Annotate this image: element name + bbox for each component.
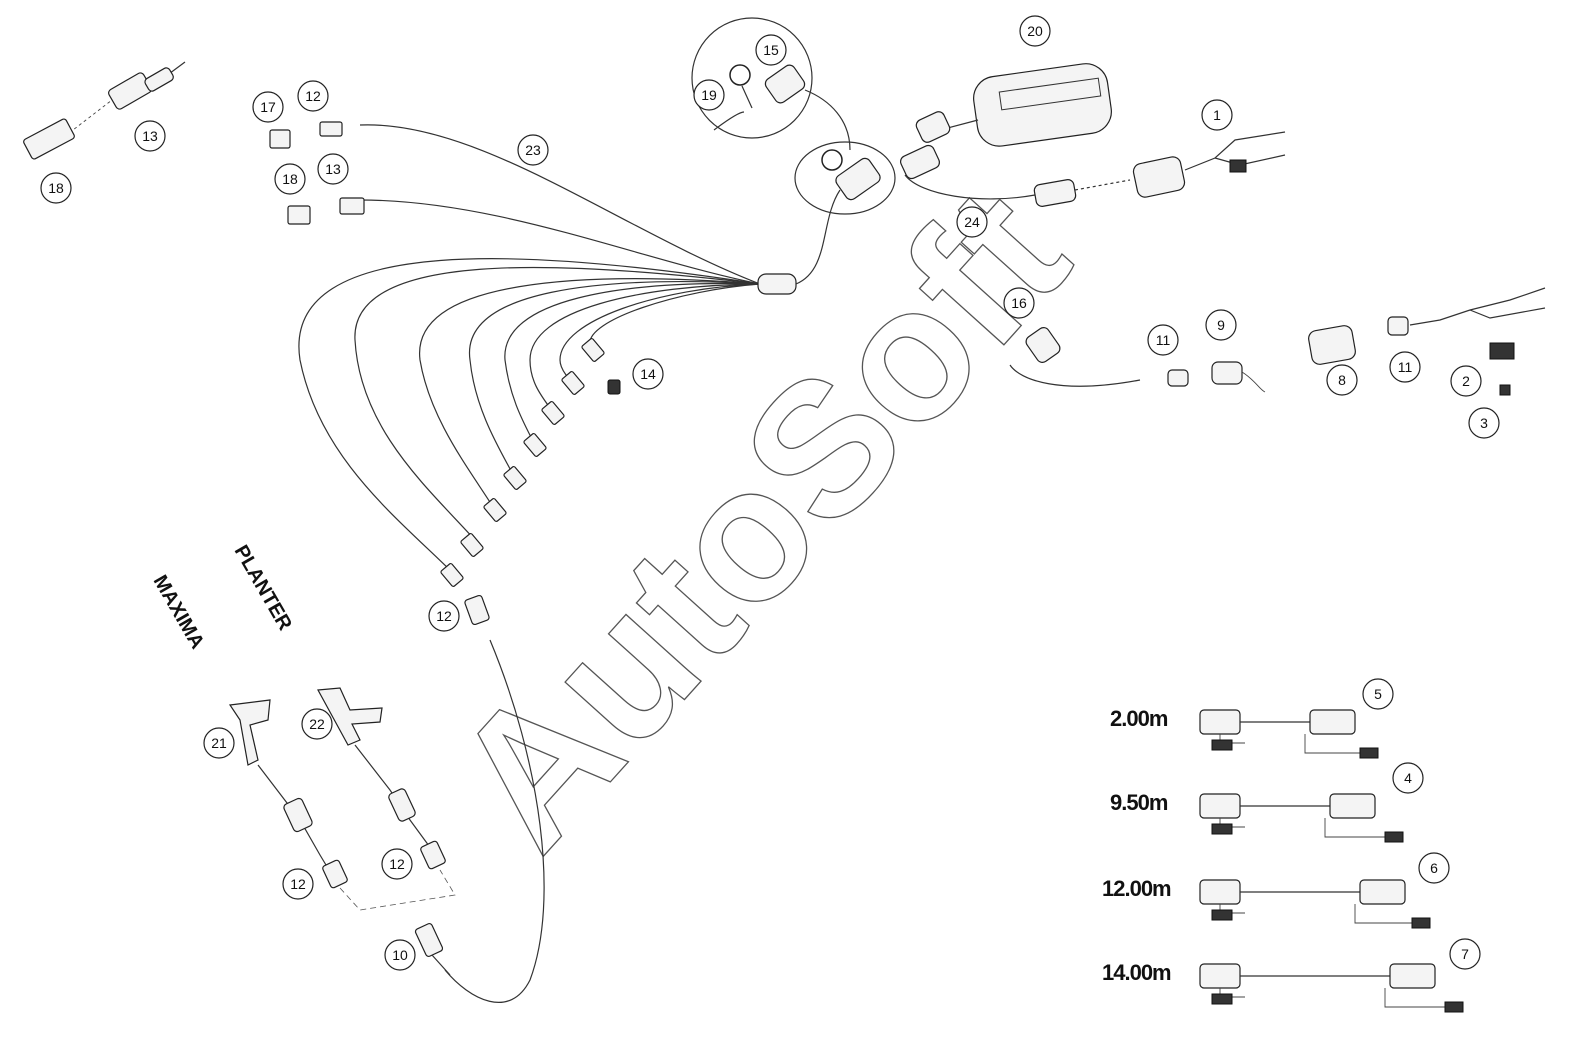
callout-18a: 18 [40, 172, 72, 204]
socket-8-assembly [1308, 287, 1546, 396]
callout-21: 21 [203, 727, 235, 759]
cable-24 [904, 174, 1131, 207]
svg-text:10: 10 [392, 947, 408, 963]
svg-text:11: 11 [1156, 332, 1171, 348]
callout-19: 19 [693, 79, 725, 111]
callout-9: 9 [1205, 309, 1237, 341]
branch-connectors [269, 121, 621, 626]
cable-options: 2.00m 9.50m 12.00m [1102, 706, 1464, 1013]
callout-14: 14 [632, 358, 664, 390]
callout-12d: 12 [282, 868, 314, 900]
svg-text:5: 5 [1374, 686, 1382, 702]
connector-13-assembly [59, 61, 186, 141]
callout-1: 1 [1201, 99, 1233, 131]
callout-12c: 12 [381, 848, 413, 880]
cable-length-label: 14.00m [1102, 960, 1171, 985]
callout-20: 20 [1019, 15, 1051, 47]
svg-text:18: 18 [282, 171, 298, 187]
svg-text:11: 11 [1398, 359, 1413, 375]
callout-7: 7 [1449, 938, 1481, 970]
callout-11a: 11 [1147, 324, 1179, 356]
cable-option-7: 14.00m [1102, 960, 1464, 1013]
callout-13b: 13 [317, 153, 349, 185]
svg-text:15: 15 [763, 42, 779, 58]
svg-text:9: 9 [1217, 317, 1225, 333]
svg-text:23: 23 [525, 142, 541, 158]
callout-15: 15 [755, 34, 787, 66]
svg-text:6: 6 [1430, 860, 1438, 876]
svg-text:24: 24 [964, 214, 980, 230]
callout-2: 2 [1450, 365, 1482, 397]
callout-18b: 18 [274, 163, 306, 195]
cable-length-label: 2.00m [1110, 706, 1168, 731]
cable-length-label: 12.00m [1102, 876, 1171, 901]
callout-12b: 12 [428, 600, 460, 632]
bracket-21 [228, 699, 348, 889]
svg-text:12: 12 [290, 876, 306, 892]
callout-4: 4 [1392, 762, 1424, 794]
detail-15-19 [691, 17, 896, 215]
cable-option-5: 2.00m [1110, 706, 1379, 759]
callout-6: 6 [1418, 852, 1450, 884]
svg-text:19: 19 [701, 87, 717, 103]
svg-text:12: 12 [436, 608, 452, 624]
dashed-link [339, 869, 456, 911]
svg-text:13: 13 [325, 161, 341, 177]
svg-text:18: 18 [48, 180, 64, 196]
callout-10: 10 [384, 939, 416, 971]
callout-11b: 11 [1389, 351, 1421, 383]
connector-16 [1009, 327, 1266, 393]
cable-option-6: 12.00m [1102, 876, 1431, 929]
svg-text:22: 22 [309, 716, 325, 732]
display-unit-20 [899, 63, 1112, 180]
callout-8: 8 [1326, 364, 1358, 396]
callout-17: 17 [252, 91, 284, 123]
svg-text:2: 2 [1462, 373, 1470, 389]
svg-text:20: 20 [1027, 23, 1043, 39]
svg-text:17: 17 [260, 99, 276, 115]
socket-1 [1132, 131, 1286, 198]
callout-5: 5 [1362, 678, 1394, 710]
svg-text:4: 4 [1404, 770, 1412, 786]
cable-option-4: 9.50m [1110, 790, 1404, 843]
section-label-planter: PLANTER [230, 542, 297, 635]
svg-text:1: 1 [1213, 107, 1221, 123]
svg-text:16: 16 [1011, 295, 1027, 311]
svg-text:21: 21 [211, 735, 227, 751]
connector-10 [414, 922, 451, 976]
section-label-maxima: MAXIMA [149, 572, 209, 653]
callout-23: 23 [517, 134, 549, 166]
svg-text:12: 12 [305, 88, 321, 104]
svg-text:7: 7 [1461, 946, 1469, 962]
callout-12a: 12 [297, 80, 329, 112]
callout-3: 3 [1468, 407, 1500, 439]
watermark: AutoSoft [413, 150, 1107, 888]
callout-22: 22 [301, 708, 333, 740]
callouts: 1 2 3 4 5 6 7 8 9 10 11 11 12 12 12 12 1… [40, 15, 1500, 971]
svg-text:3: 3 [1480, 415, 1488, 431]
connector-18-top [23, 118, 75, 160]
callout-13a: 13 [134, 120, 166, 152]
svg-text:14: 14 [640, 366, 656, 382]
callout-24: 24 [956, 206, 988, 238]
svg-text:8: 8 [1338, 372, 1346, 388]
svg-text:13: 13 [142, 128, 158, 144]
svg-text:12: 12 [389, 856, 405, 872]
bracket-22 [317, 687, 446, 870]
callout-16: 16 [1003, 287, 1035, 319]
harness-23 [298, 124, 841, 1003]
cable-length-label: 9.50m [1110, 790, 1168, 815]
